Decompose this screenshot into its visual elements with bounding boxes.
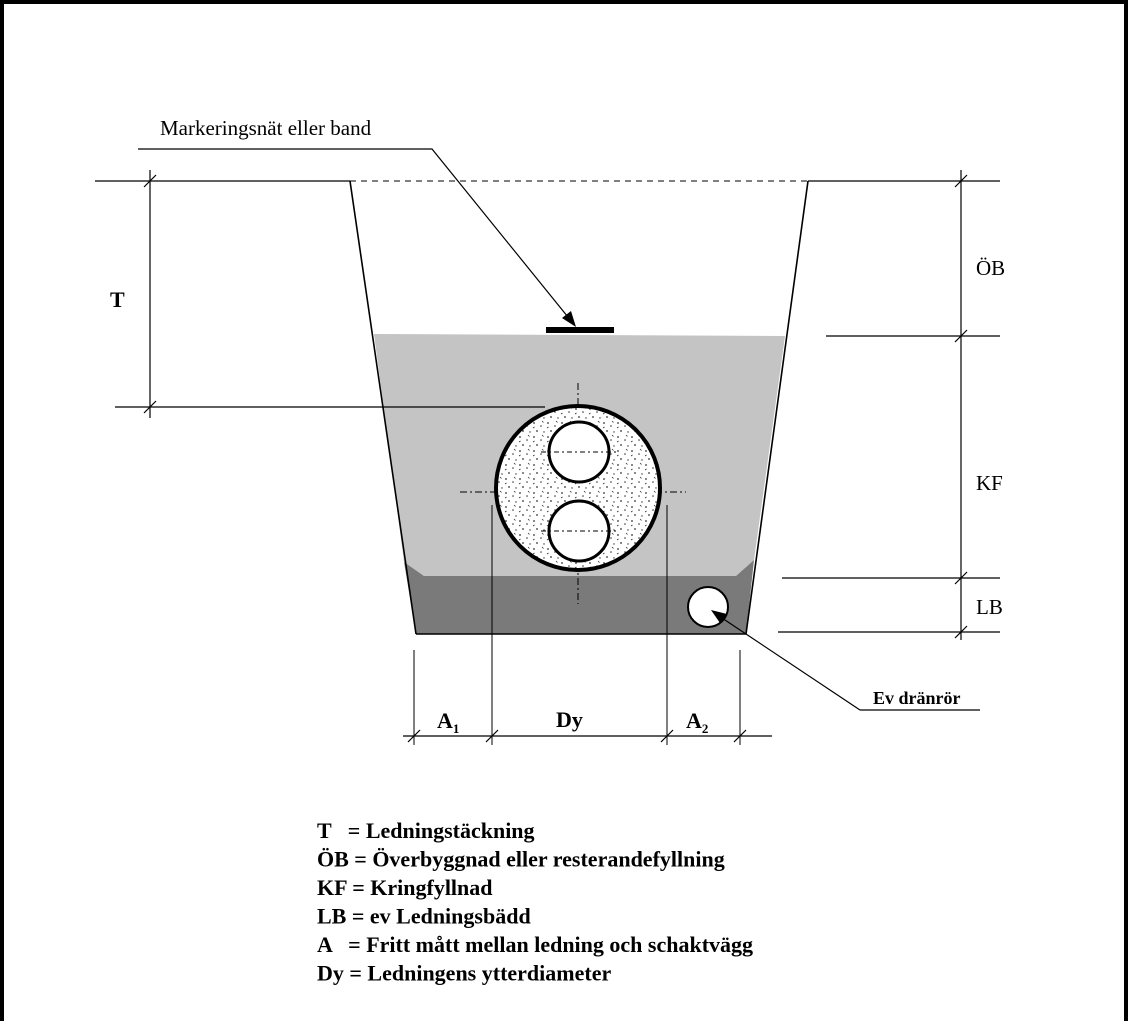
a1-label: A1 xyxy=(437,708,459,736)
lb-tick-bottom xyxy=(954,625,968,639)
drain-label: Ev dränrör xyxy=(873,688,961,708)
trench-wall-right xyxy=(745,180,809,635)
lb-label: LB xyxy=(976,595,1003,619)
legend-item: LB = ev Ledningsbädd xyxy=(317,904,531,929)
ob-tick-top xyxy=(954,174,968,188)
legend-item: KF = Kringfyllnad xyxy=(317,875,493,900)
marker-label: Markeringsnät eller band xyxy=(160,116,372,140)
ob-label: ÖB xyxy=(976,256,1005,280)
marker-leader xyxy=(138,148,573,323)
outer-duct xyxy=(494,404,662,572)
ob-kf-tick xyxy=(954,329,968,343)
drain-pipe xyxy=(687,586,729,628)
t-tick-top xyxy=(143,174,157,188)
dy-tick-right xyxy=(660,729,674,743)
t-label: T xyxy=(110,287,125,312)
marker-tape xyxy=(546,327,614,333)
drain-arrowhead xyxy=(711,610,727,623)
legend-item: A = Fritt mått mellan ledning och schakt… xyxy=(317,932,753,957)
a1-tick-left xyxy=(407,729,421,743)
legend-item: ÖB = Överbyggnad eller resterandefyllnin… xyxy=(317,847,725,872)
legend-item: T = Ledningstäckning xyxy=(317,818,535,843)
kf-lb-tick xyxy=(954,571,968,585)
a2-label: A2 xyxy=(686,708,708,736)
drain-leader-diagonal xyxy=(715,613,861,711)
dy-tick-left xyxy=(485,729,499,743)
a2-tick-right xyxy=(733,729,747,743)
legend-item: Dy = Ledningens ytterdiameter xyxy=(317,961,611,986)
marker-arrowhead xyxy=(562,311,576,327)
kf-label: KF xyxy=(976,471,1003,495)
dy-label: Dy xyxy=(556,707,583,732)
legend: T = Ledningstäckning ÖB = Överbyggnad ell… xyxy=(317,818,753,986)
